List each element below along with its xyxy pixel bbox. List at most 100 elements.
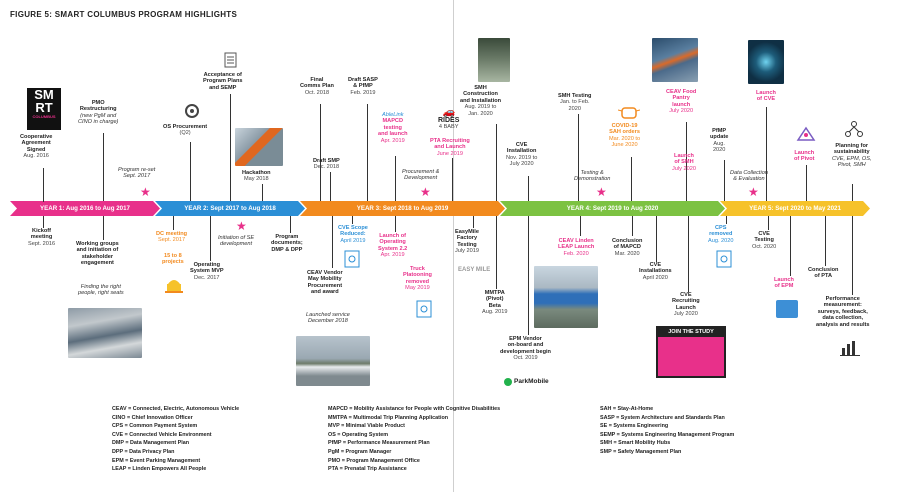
truck-device-icon (416, 300, 432, 318)
event-date: Feb. 2020 (563, 250, 589, 257)
event-truck-platooning: Truck Platooning removed May 2019 (403, 266, 432, 292)
event-title: COVID-19 SAH orders (609, 123, 640, 136)
connector (320, 104, 321, 201)
rides4baby-logo: 🚗 RIDES 4 BABY (438, 108, 459, 131)
connector (724, 160, 725, 201)
connector (688, 216, 689, 292)
easymile-wordmark: EASY MILE (458, 267, 491, 273)
connector (262, 184, 263, 201)
event-pfmp-update: PfMP update Aug. 2020 (710, 128, 728, 154)
connector (686, 122, 687, 201)
event-date: April 2019 (340, 237, 366, 244)
event-date: Jan. to Feb. 2020 (559, 99, 590, 112)
event-note: (new PgM and CINO in charge) (78, 112, 119, 126)
year-4-bar: YEAR 4: Sept 2019 to Aug 2020 (500, 201, 725, 216)
logo-line-1: SM (34, 87, 54, 102)
event-program-documents: Program documents; DMP & DPP (271, 234, 303, 253)
event-date: Dec. 2018 (313, 164, 340, 171)
milestone-star-icon: ★ (748, 185, 759, 199)
legend-item: CEAV = Connected, Electric, Autonomous V… (112, 406, 240, 412)
event-title: SMH Construction and Installation (460, 85, 502, 104)
parkmobile-logo: ParkMobile (504, 378, 549, 386)
connector (395, 156, 396, 201)
event-launch-os-2-2: Launch of Operating System 2.2 Apr. 2019 (378, 233, 407, 259)
event-launch-pivot: Launch of Pivot (794, 150, 815, 163)
connector (290, 216, 291, 233)
event-launch-epm: Launch of EPM (774, 277, 794, 290)
event-title: Launch of SMH (674, 153, 694, 166)
event-note: Program re-set Sept. 2017 (118, 167, 156, 180)
event-title: MMTPA (Pivot) Beta (484, 290, 505, 309)
year-2-bar: YEAR 2: Sept 2017 to Aug 2018 (155, 201, 305, 216)
event-cve-recruiting: CVE Recruiting Launch July 2020 (672, 292, 700, 318)
event-coop-agreement: Cooperative Agreement Signed Aug. 2016 (20, 134, 52, 160)
event-note: Testing & Demonstration (574, 170, 611, 183)
event-date: Apr. 2019 (380, 252, 405, 259)
event-title: CPS removed (709, 225, 733, 238)
event-date: April 2020 (642, 274, 668, 281)
connected-vehicle-photo (748, 40, 784, 84)
cve-device-icon (344, 250, 360, 268)
page-divider (453, 0, 454, 492)
year-1-label: YEAR 1: Aug 2016 to Aug 2017 (40, 205, 130, 212)
connector (632, 216, 633, 236)
event-date: Nov. 2019 to July 2020 (506, 154, 538, 168)
logo-line-3: COLUMBUS (32, 114, 56, 119)
ablelink-logo: AbleLink (382, 112, 404, 118)
event-final-comms-plan: Final Comms Plan Oct. 2018 (300, 77, 334, 96)
legend-item: CVE = Connected Vehicle Environment (112, 431, 212, 438)
event-title: CVE Scope Reduced: (338, 225, 368, 238)
connector (496, 216, 497, 289)
document-icon (224, 52, 237, 68)
connector (528, 176, 529, 201)
year-2-label: YEAR 2: Sept 2017 to Aug 2018 (184, 205, 276, 212)
event-title: PTA Recruiting and Launch (430, 138, 470, 151)
event-working-groups: Working groups and initiation of stakeho… (76, 241, 119, 267)
join-study-flyer: JOIN THE STUDY (656, 326, 726, 378)
event-title: Launch of CVE (756, 90, 776, 103)
connector (230, 94, 231, 201)
event-title: Launch of Operating System 2.2 (378, 233, 408, 252)
event-date: July 2020 (669, 108, 694, 115)
event-finding-people: Finding the right people, right seats (78, 284, 124, 297)
event-date: Aug. 2016 (23, 153, 49, 160)
event-title: Acceptance of Program Plans and SEMP (203, 72, 243, 91)
event-note: Procurement & Development (402, 169, 440, 182)
settings-icon (185, 104, 199, 118)
event-epm-vendor: EPM Vendor on-board and development begi… (500, 336, 551, 362)
event-pmo-restructuring: PMO Restructuring (new PgM and CINO in c… (78, 100, 118, 126)
event-title: PMO Restructuring (79, 100, 117, 113)
connector (726, 216, 727, 224)
connector (825, 216, 826, 266)
pivot-logo-icon (796, 126, 816, 141)
connector (852, 216, 853, 295)
legend-item: MAPCD = Mobility Assistance for People w… (328, 406, 501, 412)
event-program-reset: Program re-set Sept. 2017 (118, 167, 155, 180)
parkmobile-label: ParkMobile (514, 377, 549, 385)
legend-item: EPM = Event Parking Management (112, 457, 201, 464)
cps-device-icon (716, 250, 732, 268)
event-draft-smp: Draft SMP Dec. 2018 (313, 158, 340, 171)
event-note: Initiation of SE development (218, 235, 255, 248)
event-title: Conclusion of MAPCD (612, 238, 643, 251)
event-ceav-linden-leap: CEAV Linden LEAP Launch Feb. 2020 (558, 238, 594, 257)
connector (790, 216, 791, 276)
year-5-bar: YEAR 5: Sept 2020 to May 2021 (720, 201, 870, 216)
event-date: July 2019 (455, 248, 479, 255)
parkmobile-icon (504, 378, 512, 386)
event-date: Sept. 2017 (158, 237, 186, 244)
event-date: June 2019 (436, 150, 463, 157)
event-title: Performance measurement: surveys, feedba… (816, 296, 870, 328)
legend-item: PfMP = Performance Measurement Plan (328, 440, 430, 447)
connector (190, 142, 191, 201)
event-note: CVE, EPM, OS, Pivot, SMH (832, 155, 872, 169)
figure-title: FIGURE 5: SMART COLUMBUS PROGRAM HIGHLIG… (10, 10, 238, 19)
connector (43, 168, 44, 202)
event-date: July 2020 (673, 311, 698, 318)
event-title: Working groups and initiation of stakeho… (76, 241, 119, 267)
event-title: Kickoff meeting (30, 228, 53, 241)
event-title: Draft SMP (313, 158, 340, 164)
connector (852, 184, 853, 201)
milestone-star-icon: ★ (596, 185, 607, 199)
event-title: Launch of EPM (774, 277, 794, 290)
